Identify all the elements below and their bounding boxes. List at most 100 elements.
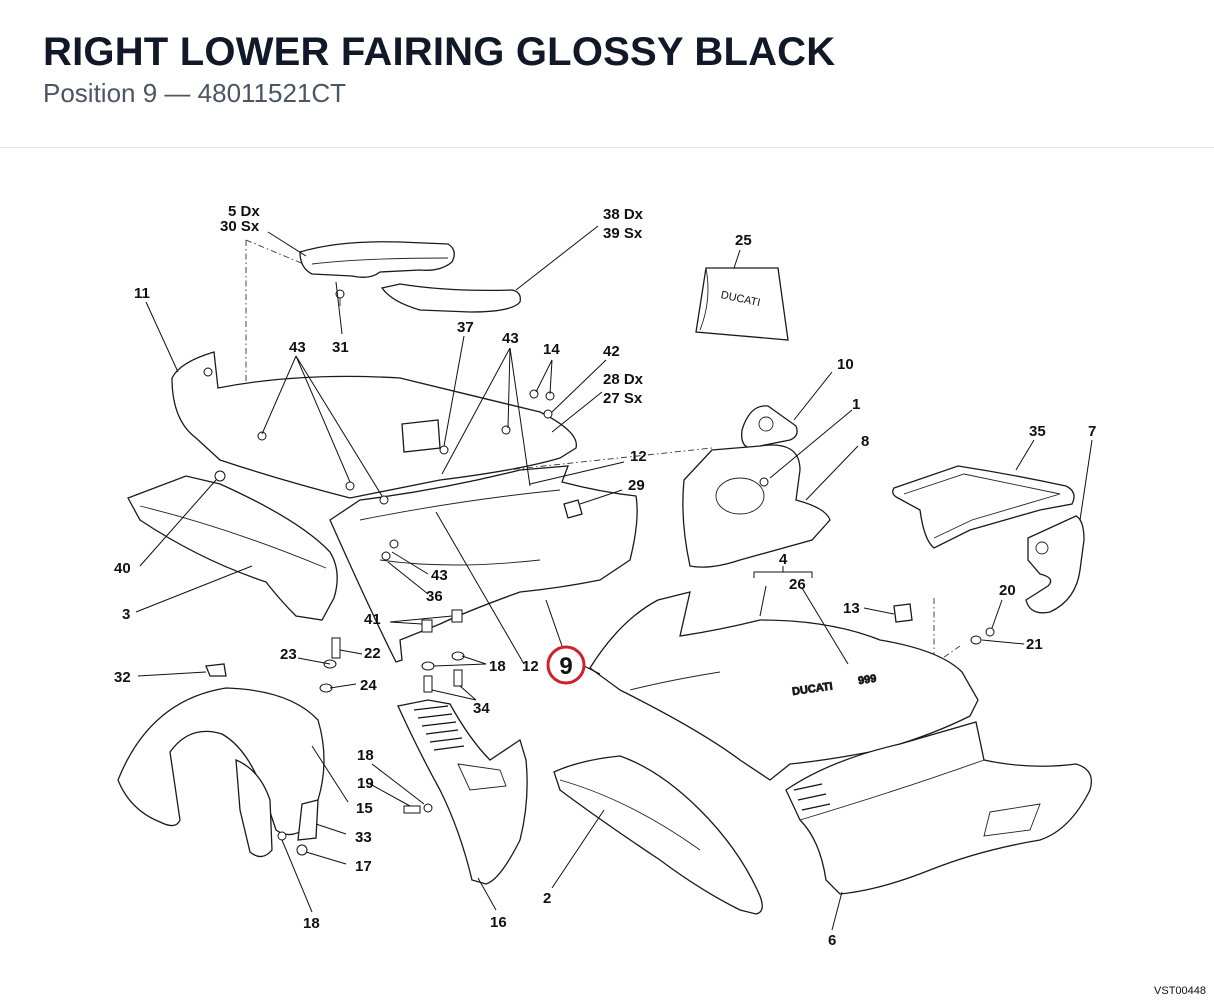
part-9-vent bbox=[629, 671, 721, 691]
callout-24: 24 bbox=[360, 677, 377, 694]
leader-lines bbox=[135, 225, 1093, 931]
part-subtitle: Position 9 — 48011521CT bbox=[43, 78, 346, 109]
item-4-brace bbox=[753, 566, 813, 578]
callout-30-sx: 30 Sx bbox=[220, 218, 260, 235]
part-1-screw[interactable] bbox=[759, 477, 769, 487]
callout-5-dx: 5 Dx bbox=[228, 203, 260, 220]
part-11-inner-panel bbox=[401, 419, 441, 453]
fairing-model-decal: 999 bbox=[857, 673, 877, 687]
part-16-vented-panel[interactable] bbox=[397, 699, 528, 885]
callout-29: 29 bbox=[628, 477, 645, 494]
part-6-detail bbox=[799, 759, 985, 821]
part-3-side-cover[interactable] bbox=[127, 475, 338, 621]
callout-20: 20 bbox=[999, 582, 1016, 599]
part-8-side-panel[interactable] bbox=[682, 444, 831, 568]
part-10-bracket[interactable] bbox=[741, 405, 798, 449]
callout-4: 4 bbox=[779, 551, 788, 568]
part-3-detail bbox=[139, 505, 327, 569]
callout-1: 1 bbox=[852, 396, 860, 413]
callout-18-lower: 18 bbox=[357, 747, 374, 764]
part-35-detail bbox=[903, 473, 1061, 539]
part-number: 48011521CT bbox=[197, 78, 347, 108]
fasteners-22-23-24[interactable] bbox=[319, 637, 341, 693]
part-35-bracket[interactable] bbox=[892, 465, 1075, 549]
part-7-bracket-plate[interactable] bbox=[1025, 515, 1085, 614]
callout-8: 8 bbox=[861, 433, 869, 450]
part-11-mount-hole bbox=[203, 367, 213, 377]
position-label: Position 9 bbox=[43, 78, 158, 108]
callout-12-top: 12 bbox=[630, 448, 647, 465]
callout-38-dx: 38 Dx bbox=[603, 206, 644, 223]
callout-2: 2 bbox=[543, 890, 551, 907]
callout-40: 40 bbox=[114, 560, 131, 577]
page-title: RIGHT LOWER FAIRING GLOSSY BLACK bbox=[43, 30, 836, 74]
part-25-decal-sheet[interactable]: DUCATI bbox=[695, 267, 789, 341]
callout-6: 6 bbox=[828, 932, 836, 949]
callout-14: 14 bbox=[543, 341, 560, 358]
part-2-lower-left-fairing[interactable] bbox=[553, 755, 763, 915]
part-11-detail bbox=[399, 377, 541, 413]
screw-19[interactable] bbox=[403, 803, 433, 814]
part-7-hole bbox=[1035, 541, 1049, 555]
callout-labels: 5 Dx 30 Sx 38 Dx 39 Sx 25 11 43 31 37 43… bbox=[114, 203, 1096, 949]
callout-18-mid: 18 bbox=[489, 658, 506, 675]
screw-20-21[interactable] bbox=[970, 627, 995, 645]
callout-25: 25 bbox=[735, 232, 752, 249]
callout-3: 3 bbox=[122, 606, 130, 623]
callout-23: 23 bbox=[280, 646, 297, 663]
part-12-detail bbox=[359, 489, 561, 521]
exploded-parts-diagram: DUCATI bbox=[0, 148, 1214, 1003]
callout-43-top: 43 bbox=[502, 330, 519, 347]
callout-35: 35 bbox=[1029, 423, 1046, 440]
callout-17: 17 bbox=[355, 858, 372, 875]
part-6-grill bbox=[793, 783, 831, 811]
part-6-opening bbox=[983, 803, 1041, 837]
callout-33: 33 bbox=[355, 829, 372, 846]
callout-42: 42 bbox=[603, 343, 620, 360]
part-9-right-lower-fairing[interactable] bbox=[589, 591, 979, 781]
callout-21: 21 bbox=[1026, 636, 1043, 653]
part-5-detail bbox=[311, 257, 449, 265]
drawing-code: VST00448 bbox=[1154, 985, 1206, 997]
part-38-strip[interactable] bbox=[380, 283, 521, 313]
callout-13: 13 bbox=[843, 600, 860, 617]
callout-27-sx: 27 Sx bbox=[603, 390, 643, 407]
page-header: RIGHT LOWER FAIRING GLOSSY BLACK Positio… bbox=[0, 0, 1214, 148]
callout-43-left: 43 bbox=[289, 339, 306, 356]
part-6-belly-pan[interactable] bbox=[785, 721, 1093, 895]
callout-12-bottom: 12 bbox=[522, 658, 539, 675]
highlight-position-9[interactable]: 9 bbox=[546, 645, 601, 685]
part-29-rubber-block[interactable] bbox=[563, 499, 583, 519]
part-32-clip[interactable] bbox=[205, 663, 227, 677]
part-16-opening bbox=[457, 763, 507, 791]
assembly-axis-line bbox=[939, 645, 961, 661]
callout-36: 36 bbox=[426, 588, 443, 605]
part-11-upper-tail-fairing[interactable] bbox=[171, 351, 577, 499]
callout-7: 7 bbox=[1088, 423, 1096, 440]
callout-37: 37 bbox=[457, 319, 474, 336]
part-13-clip[interactable] bbox=[893, 603, 913, 623]
callout-16: 16 bbox=[490, 914, 507, 931]
callout-31: 31 bbox=[332, 339, 349, 356]
callout-26: 26 bbox=[789, 576, 806, 593]
part-16-grill bbox=[413, 705, 465, 751]
callout-22: 22 bbox=[364, 645, 381, 662]
part-8-opening bbox=[715, 477, 765, 515]
callout-15: 15 bbox=[356, 800, 373, 817]
callout-32: 32 bbox=[114, 669, 131, 686]
callout-34: 34 bbox=[473, 700, 490, 717]
part-33-reflector[interactable] bbox=[297, 799, 319, 841]
callout-10: 10 bbox=[837, 356, 854, 373]
part-12-detail bbox=[379, 559, 541, 566]
callout-43-mid: 43 bbox=[431, 567, 448, 584]
highlight-position-number: 9 bbox=[559, 653, 572, 680]
part-15-front-mudguard[interactable] bbox=[117, 687, 325, 836]
screw-40[interactable] bbox=[214, 470, 226, 482]
callout-41: 41 bbox=[364, 611, 381, 628]
callout-19: 19 bbox=[357, 775, 374, 792]
part-15-mudguard-side bbox=[235, 758, 273, 858]
callout-28-dx: 28 Dx bbox=[603, 371, 644, 388]
part-10-hole bbox=[758, 416, 774, 432]
callout-39-sx: 39 Sx bbox=[603, 225, 643, 242]
subtitle-separator: — bbox=[164, 78, 191, 108]
